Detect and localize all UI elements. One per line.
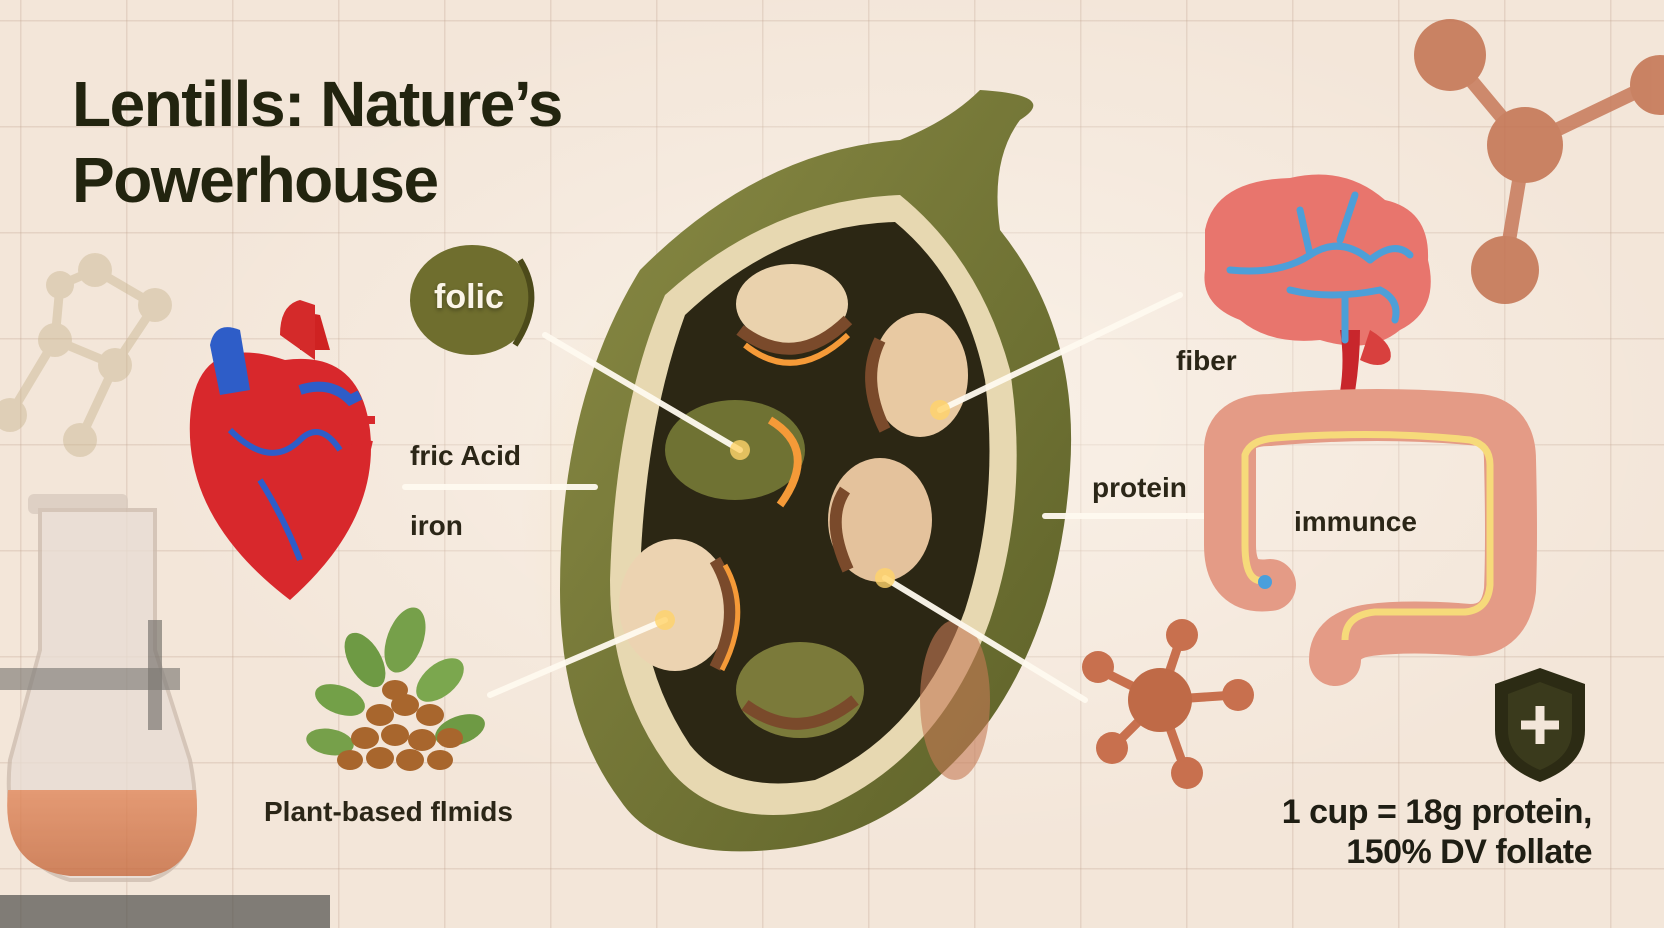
label-protein: protein xyxy=(1092,472,1187,503)
molecule-bg-right-icon xyxy=(1414,19,1664,304)
lentil-pod-icon xyxy=(560,90,1072,852)
label-iron: iron xyxy=(410,510,463,541)
title-line-2: Powerhouse xyxy=(72,144,439,216)
label-fiber: fiber xyxy=(1176,345,1237,376)
stat-line-2: 150% DV follate xyxy=(1346,833,1592,871)
title-line-1: Lentills: Nature’s xyxy=(72,68,563,140)
shield-plus-icon xyxy=(1495,668,1585,782)
heart-icon xyxy=(189,300,375,600)
lentil-seeds-icon xyxy=(306,607,485,771)
label-immune: immunce xyxy=(1294,506,1417,537)
flask-icon xyxy=(0,494,330,928)
stat-line-1: 1 cup = 18g protein, xyxy=(1281,793,1593,831)
nutrition-stat: 1 cup = 18g protein, 150% DV follate xyxy=(1281,792,1593,872)
molecule-icon xyxy=(1082,619,1254,789)
intestine-icon xyxy=(1203,389,1537,686)
brain-icon xyxy=(1204,174,1431,392)
folic-lentil-icon xyxy=(410,245,535,355)
molecule-bg-left-icon xyxy=(0,253,172,457)
label-plant-based: Plant-based ﬂmids xyxy=(264,796,513,827)
page-title: Lentills: Nature’s Powerhouse xyxy=(72,66,563,218)
connector-lines xyxy=(402,292,1208,703)
label-folic: folic xyxy=(434,278,504,316)
label-fric-acid: fric Acid xyxy=(410,440,521,471)
